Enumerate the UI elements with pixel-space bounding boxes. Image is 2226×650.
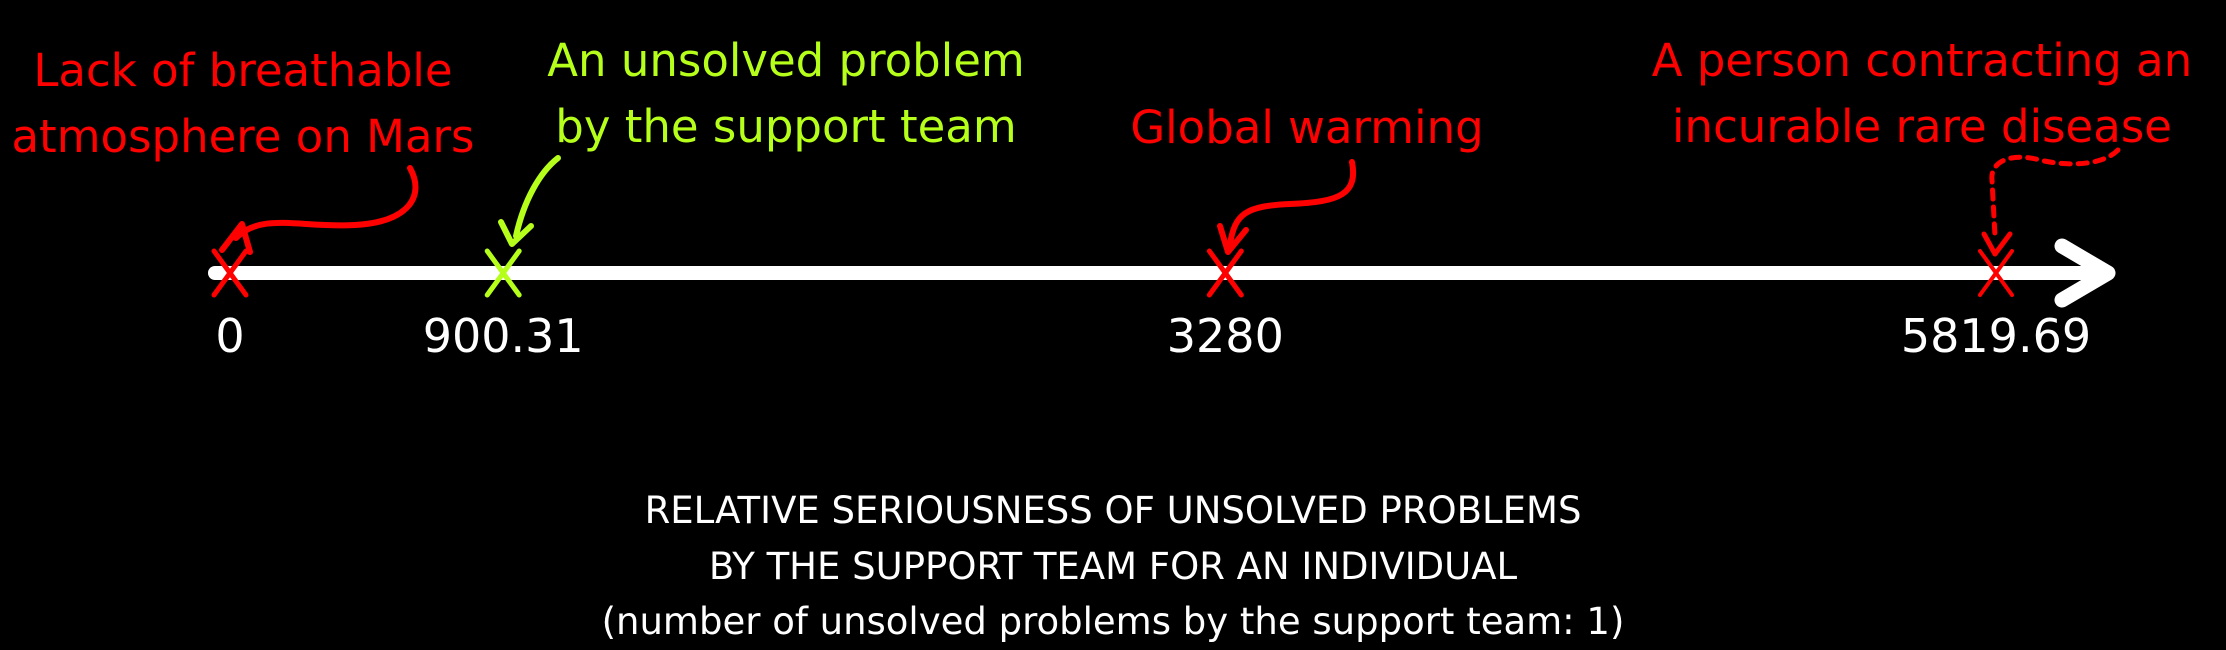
cross-mark-3 (1978, 249, 2014, 297)
connector-arrow-0 (233, 165, 419, 241)
caption-line-2: BY THE SUPPORT TEAM FOR AN INDIVIDUAL (708, 545, 1518, 588)
point-label-1-line-1: by the support team (555, 100, 1017, 153)
marks-group (211, 147, 2121, 298)
point-label-0-line-0: Lack of breathable (33, 44, 453, 97)
connector-arrowhead-2 (1217, 223, 1249, 255)
cross-mark-1 (484, 248, 522, 298)
connector-arrowhead-1 (498, 219, 534, 247)
point-label-3-line-0: A person contracting an (1651, 34, 2193, 87)
point-label-2: Global warming (1007, 95, 1607, 161)
point-label-3-line-1: incurable rare disease (1672, 100, 2172, 153)
cross-mark-0 (211, 248, 249, 298)
point-label-1-line-0: An unsolved problem (547, 34, 1025, 87)
tick-label-0: 0 (215, 309, 245, 363)
tick-label-2: 3280 (1166, 309, 1284, 363)
connector-arrow-2 (1227, 159, 1357, 247)
tick-label-3: 5819.69 (1900, 309, 2092, 363)
point-label-0-line-1: atmosphere on Mars (11, 110, 475, 163)
tick-label-1: 900.31 (422, 309, 584, 363)
cross-mark-2 (1206, 248, 1244, 298)
connector-arrowhead-0 (219, 221, 253, 255)
caption-line-3: (number of unsolved problems by the supp… (601, 600, 1625, 643)
point-label-0: Lack of breathable atmosphere on Mars (0, 38, 543, 170)
axis-arrowhead (2054, 238, 2116, 308)
point-label-2-line-0: Global warming (1130, 101, 1484, 154)
connector-arrow-3 (1989, 147, 2121, 239)
caption-line-1: RELATIVE SERIOUSNESS OF UNSOLVED PROBLEM… (644, 489, 1582, 532)
connector-arrowhead-3 (1981, 231, 2013, 257)
point-label-1: An unsolved problem by the support team (486, 28, 1086, 160)
axis-group (206, 238, 2116, 308)
point-label-3: A person contracting an incurable rare di… (1622, 28, 2222, 160)
connector-arrow-1 (513, 155, 561, 239)
